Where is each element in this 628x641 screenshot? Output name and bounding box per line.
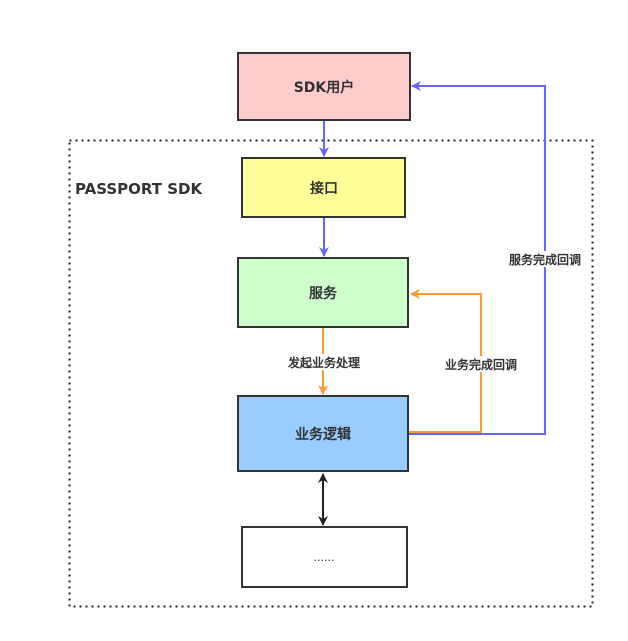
passport-sdk-label: PASSPORT SDK [75,180,203,198]
node-service: 服务 [237,257,409,328]
node-interface-label: 接口 [310,180,338,197]
edge-label-start-business: 发起业务处理 [287,355,360,370]
node-more: ...... [241,526,408,588]
edge-label-service-callback: 服务完成回调 [509,252,581,267]
passport-sdk-frame [68,139,594,608]
node-interface: 接口 [241,157,406,218]
node-business-logic: 业务逻辑 [237,395,409,472]
node-service-label: 服务 [309,285,338,302]
node-sdk-user: SDK用户 [237,52,411,121]
edge-label-business-callback: 业务完成回调 [445,357,517,372]
node-business-logic-label: 业务逻辑 [295,426,351,443]
node-more-label: ...... [314,551,335,564]
node-sdk-user-label: SDK用户 [294,79,355,96]
